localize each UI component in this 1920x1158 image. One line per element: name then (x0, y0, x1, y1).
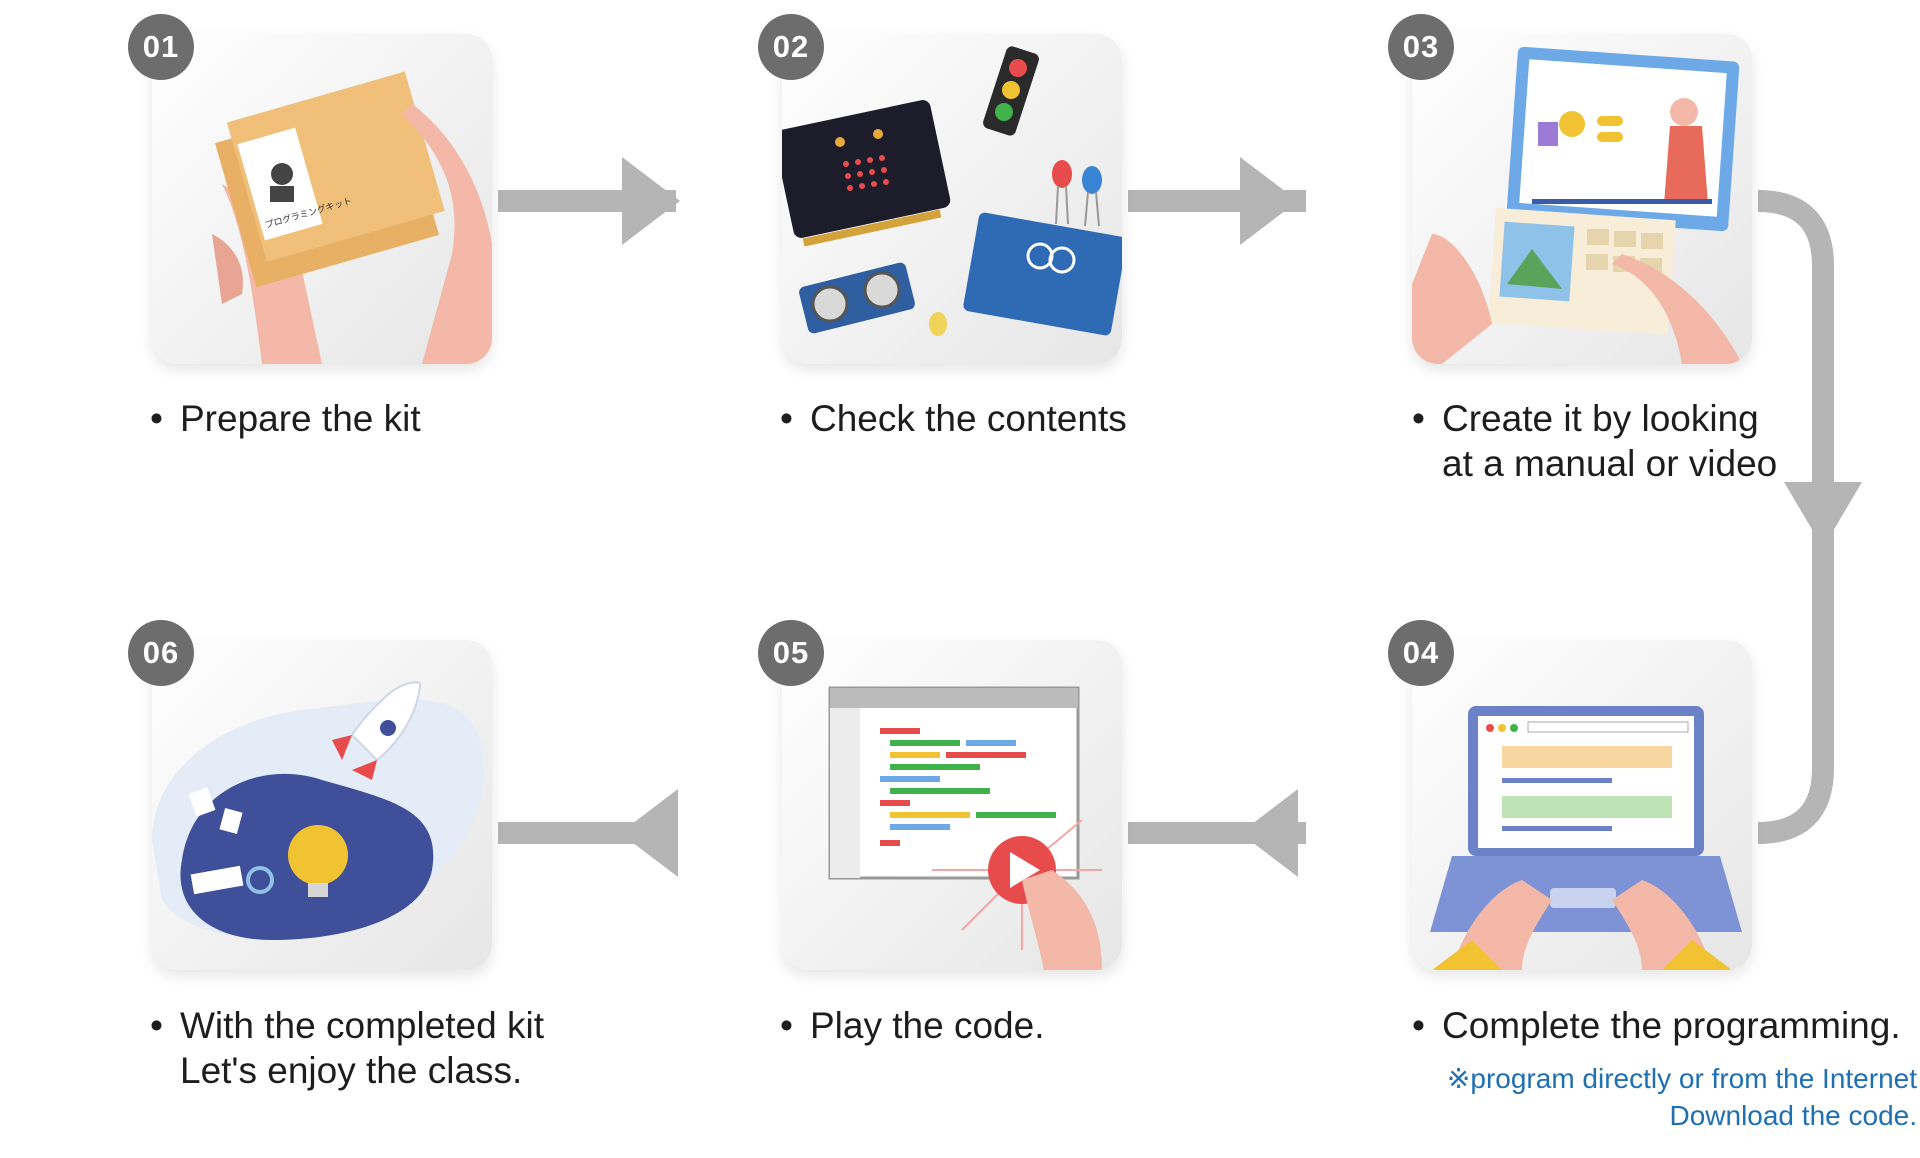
bullet-icon: • (780, 1005, 793, 1046)
bullet-icon: • (150, 398, 163, 439)
yellow-led-icon (929, 312, 947, 336)
download-note: ※program directly or from the Internet D… (1446, 1063, 1917, 1131)
play-code-illustration (828, 686, 1102, 970)
bullet-icon: • (1412, 1005, 1425, 1046)
blue-led-icon (1082, 166, 1102, 194)
bullet-icon: • (780, 398, 793, 439)
microbit-board-icon (782, 100, 951, 238)
step-badge-1: 01 (128, 14, 194, 80)
manual-video-illustration (1412, 46, 1742, 364)
step-badge-6: 06 (128, 620, 194, 686)
arduino-board-icon (963, 212, 1122, 336)
arrow-head-2-3 (1240, 157, 1298, 245)
step-card-3 (1412, 34, 1752, 364)
arrow-head-5-6 (620, 789, 678, 877)
step-card-4 (1412, 640, 1752, 970)
arrow-head-4-5 (1240, 789, 1298, 877)
step-badge-2: 02 (758, 14, 824, 80)
step-card-6 (152, 640, 492, 970)
bullet-icon: • (150, 1005, 163, 1046)
bullet-icon: • (1412, 398, 1425, 439)
step-card-2 (782, 34, 1122, 364)
step-caption-2: • Check the contents (780, 398, 1127, 439)
step-caption-4: • Complete the programming. (1412, 1005, 1901, 1046)
arrow-head-1-2 (622, 157, 680, 245)
red-led-icon (1052, 160, 1072, 188)
step-card-1: プログラミングキット (152, 34, 492, 364)
step-badge-4: 04 (1388, 620, 1454, 686)
lightbulb-icon (288, 825, 348, 885)
reference-mark: ※ (1446, 1063, 1471, 1094)
kit-box-illustration: プログラミングキット (212, 71, 492, 364)
step-card-5 (782, 640, 1122, 970)
connector-3-4 (1757, 190, 1834, 844)
step-caption-5: • Play the code. (780, 1005, 1045, 1046)
step-caption-3: • Create it by looking at a manual or vi… (1412, 398, 1778, 484)
step-caption-6: • With the completed kit Let's enjoy the… (150, 1005, 544, 1091)
step-badge-3: 03 (1388, 14, 1454, 80)
step-badge-5: 05 (758, 620, 824, 686)
laptop-programming-illustration (1430, 706, 1742, 970)
rocket-lightbulb-illustration (152, 681, 484, 940)
rocket-icon (332, 681, 421, 780)
step-caption-1: • Prepare the kit (150, 398, 421, 439)
electronics-parts-illustration (782, 46, 1122, 336)
